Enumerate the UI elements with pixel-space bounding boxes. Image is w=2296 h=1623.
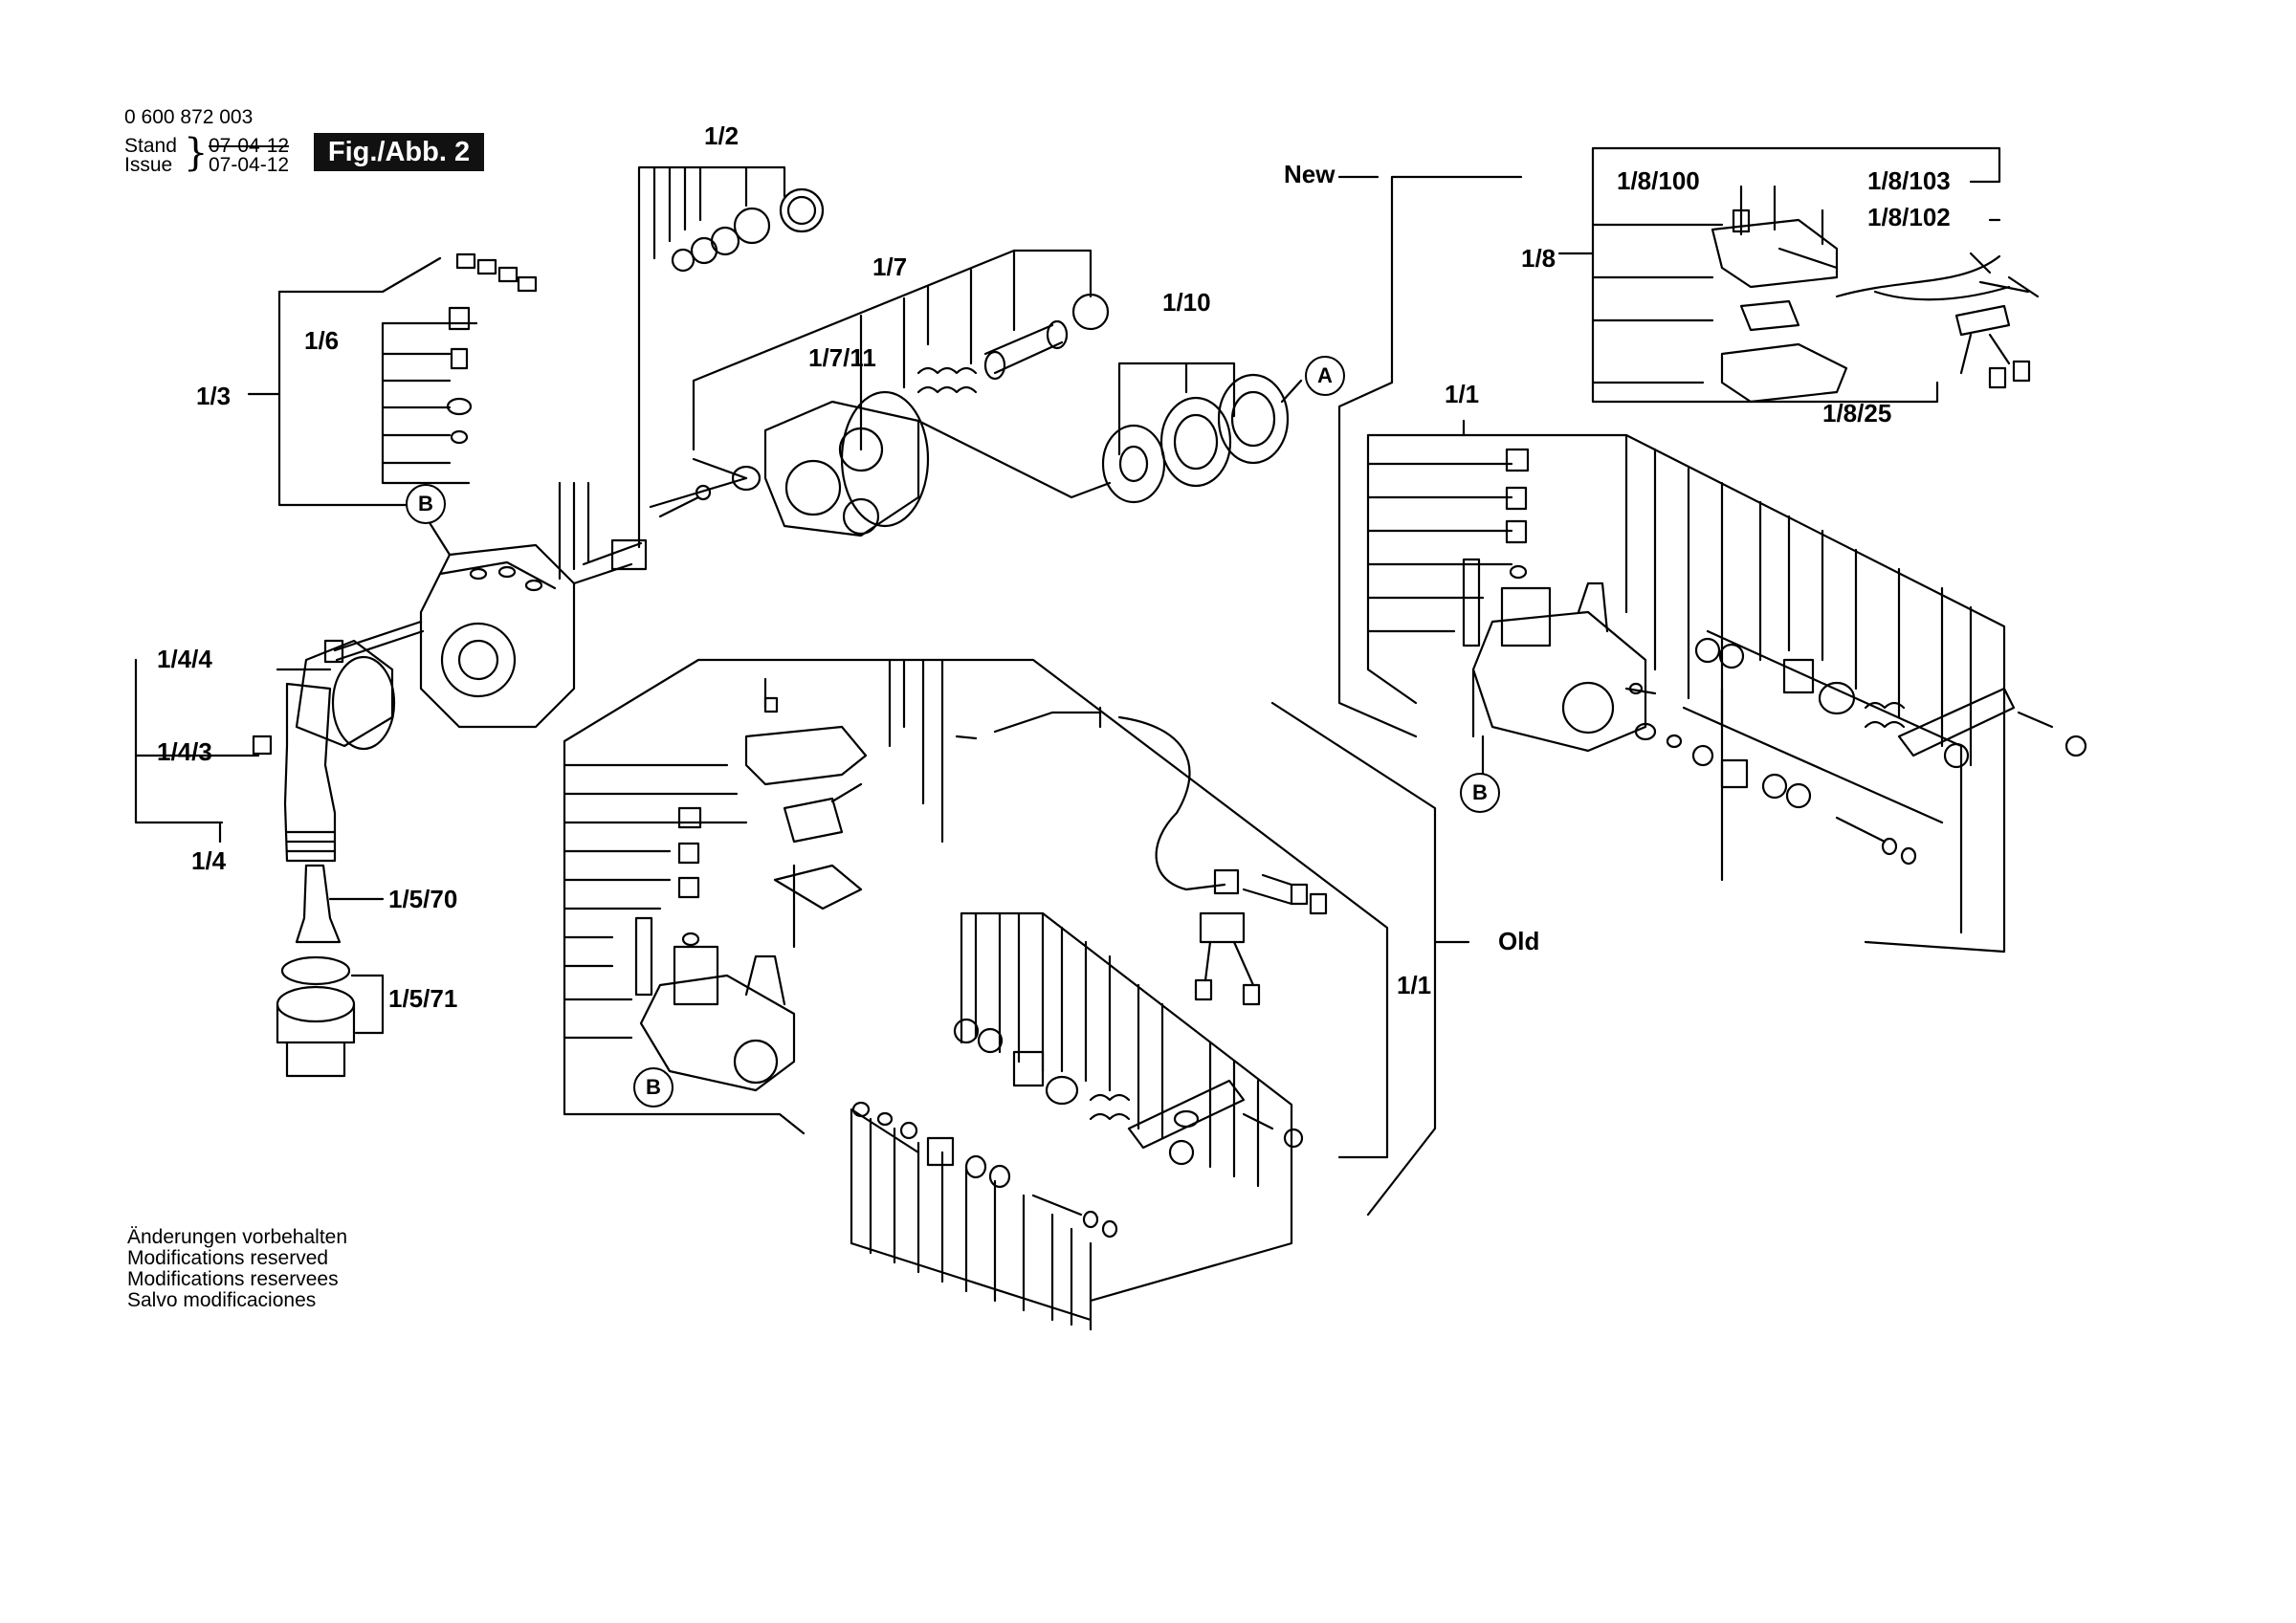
label-old: Old: [1498, 927, 1540, 955]
label-1-3: 1/3: [196, 382, 232, 410]
stand-date: 07-04-12: [209, 135, 290, 157]
label-1-1-new: 1/1: [1445, 380, 1480, 408]
callout-b-new: B: [1460, 773, 1500, 813]
label-1-8-100: 1/8/100: [1617, 166, 1700, 195]
issue-date: 07-04-12: [209, 154, 290, 176]
label-1-8-25: 1/8/25: [1822, 399, 1892, 428]
callout-b-old: B: [633, 1067, 673, 1108]
label-1-7-11: 1/7/11: [808, 343, 876, 372]
label-1-6: 1/6: [304, 326, 340, 355]
label-1-5-70: 1/5/70: [388, 885, 458, 913]
footer-line-es: Salvo modificaciones: [127, 1289, 317, 1311]
label-1-2: 1/2: [704, 121, 740, 150]
label-1-4-3: 1/4/3: [157, 737, 212, 766]
label-1-7: 1/7: [872, 252, 908, 281]
label-1-4-4: 1/4/4: [157, 645, 212, 673]
part-number: 0 600 872 003: [124, 106, 254, 128]
label-1-8-103: 1/8/103: [1867, 166, 1951, 195]
label-1-10: 1/10: [1162, 288, 1211, 317]
stand-label: Stand: [124, 135, 177, 157]
label-1-5-71: 1/5/71: [388, 984, 458, 1013]
footer-line-en: Modifications reserved: [127, 1247, 329, 1269]
callout-a: A: [1305, 356, 1345, 396]
footer-line-de: Änderungen vorbehalten: [127, 1226, 348, 1248]
date-brace: }: [184, 131, 209, 175]
callout-b-pump: B: [406, 484, 446, 524]
figure-label: Fig./Abb. 2: [314, 133, 484, 171]
label-1-1-old: 1/1: [1397, 971, 1432, 999]
label-1-8: 1/8: [1521, 244, 1556, 273]
label-1-8-102: 1/8/102: [1867, 203, 1951, 231]
label-new: New: [1284, 160, 1336, 188]
label-1-4: 1/4: [191, 846, 227, 875]
issue-label: Issue: [124, 154, 173, 176]
footer-line-fr: Modifications reservees: [127, 1268, 339, 1290]
